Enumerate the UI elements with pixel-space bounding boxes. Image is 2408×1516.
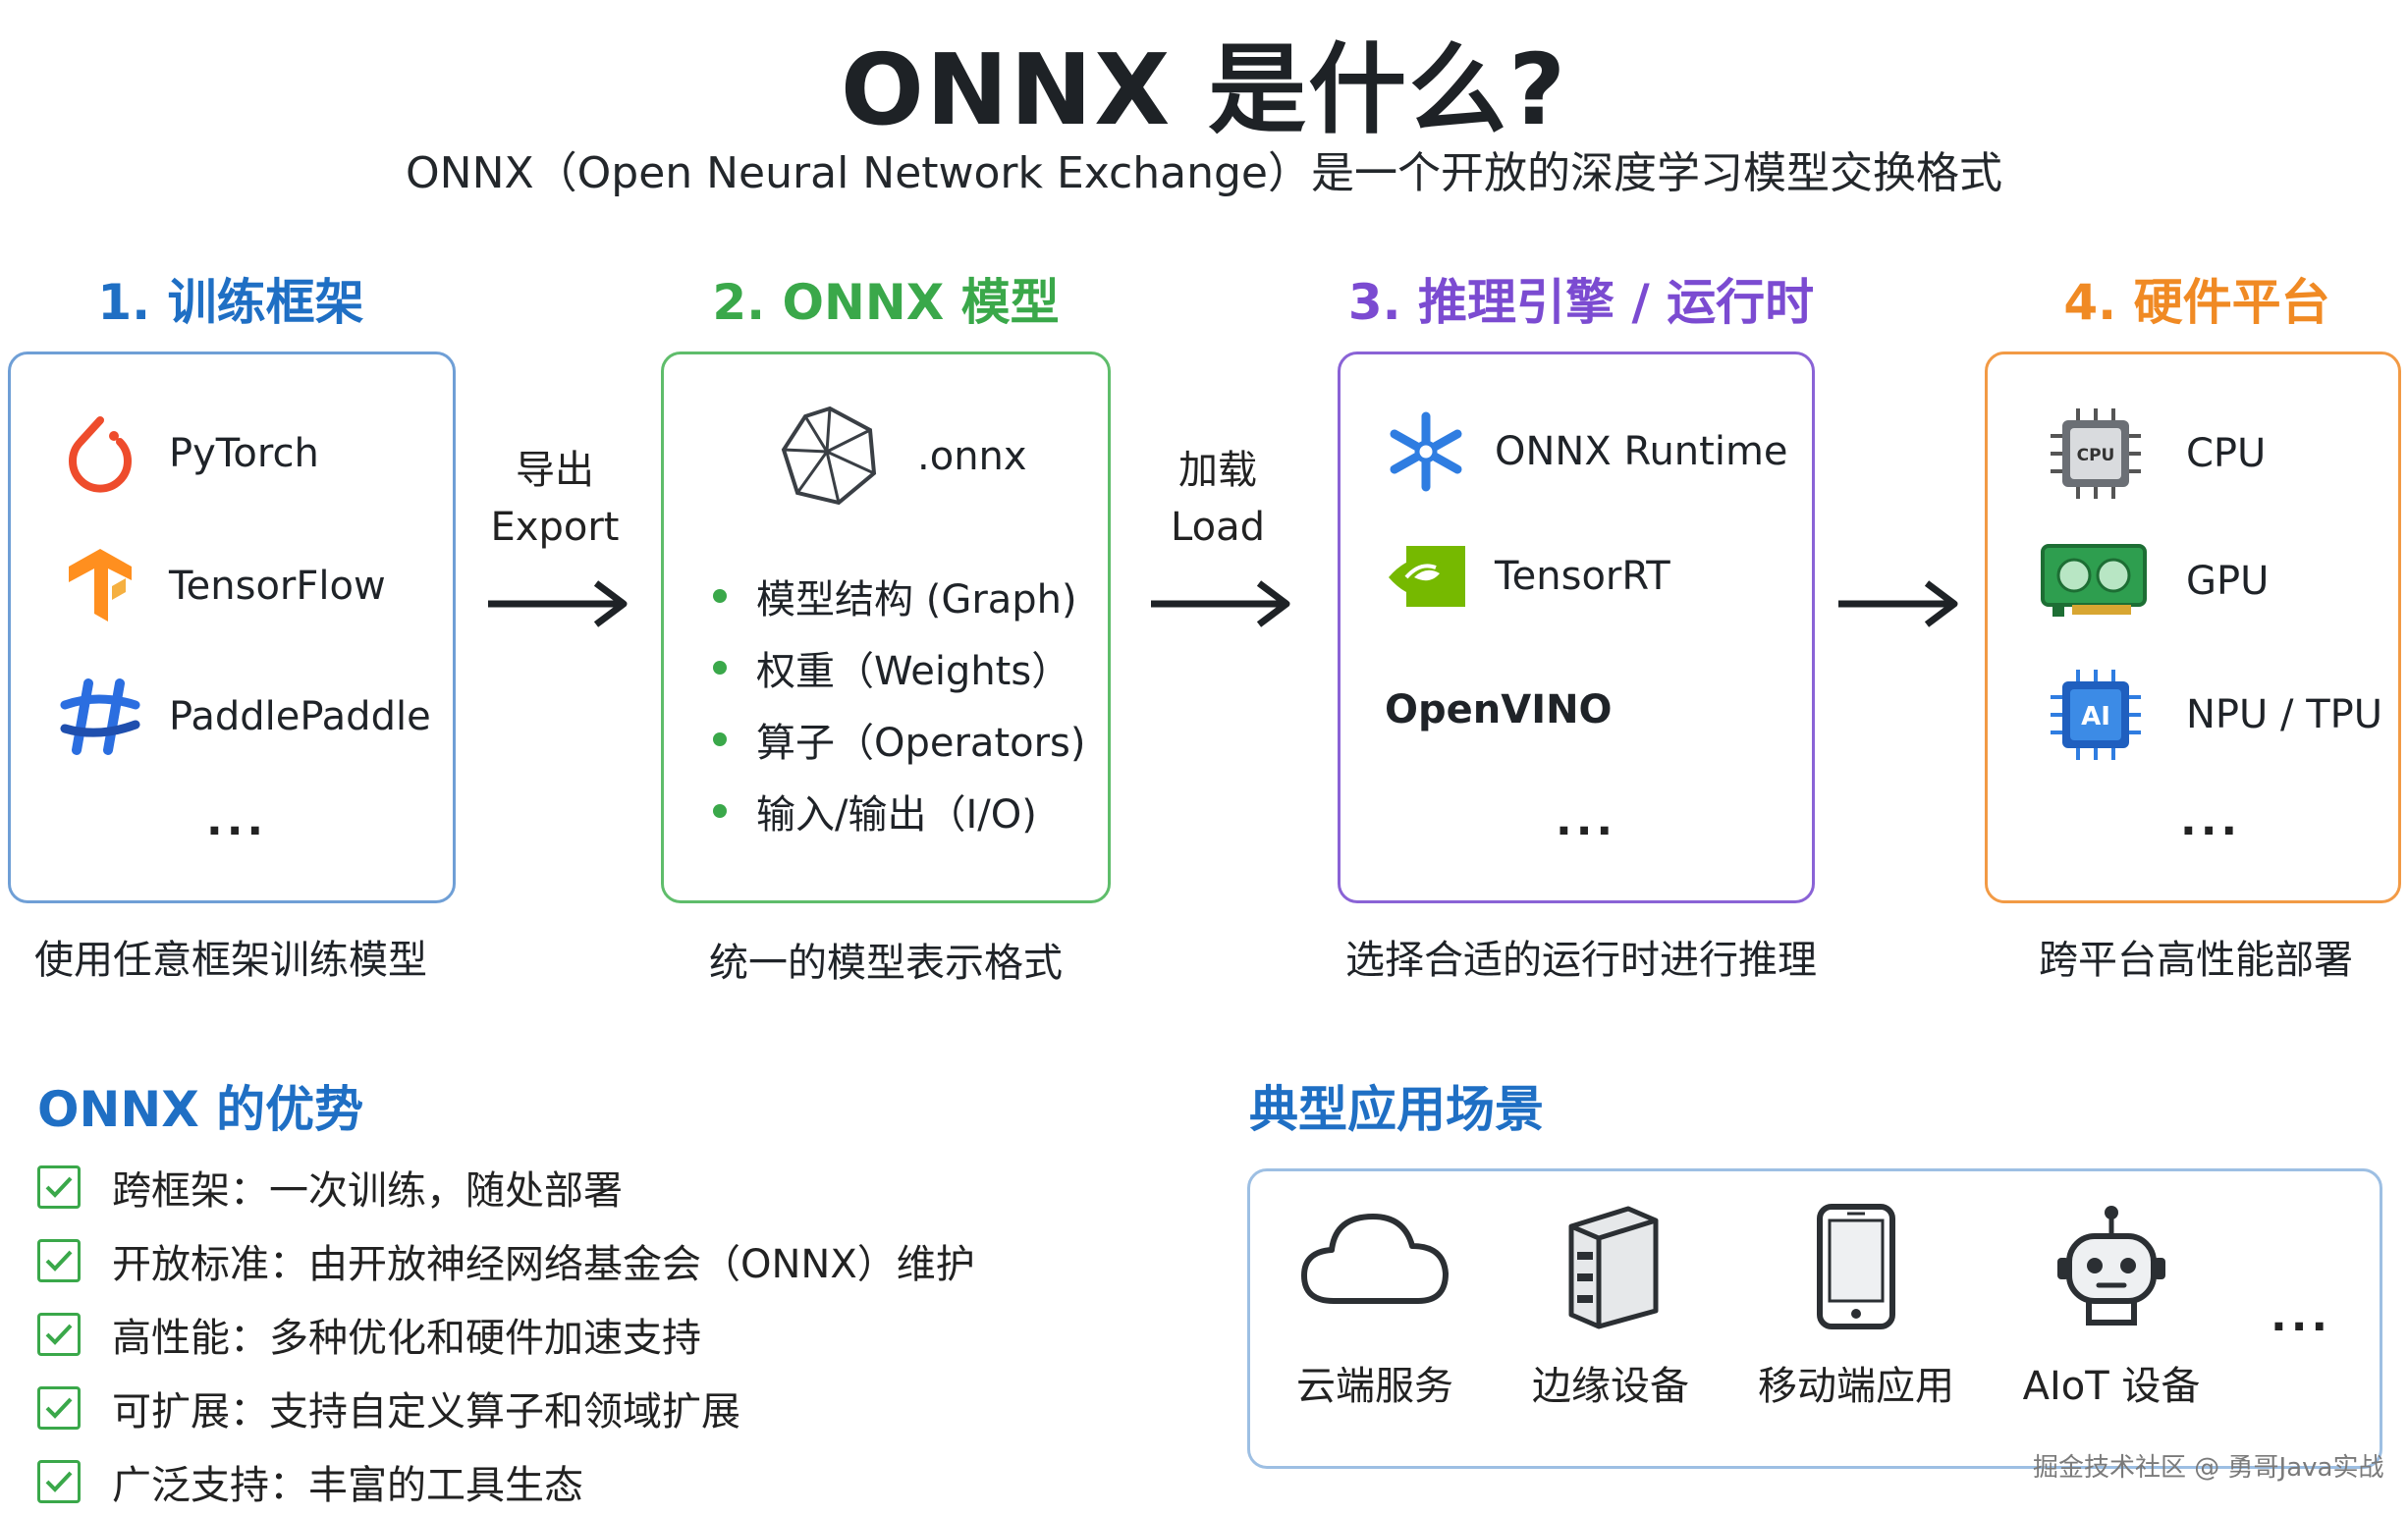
onnx-file: .onnx [776,403,1027,511]
hardware-item-gpu: GPU [2039,542,2269,621]
bullet-dot [713,661,727,675]
hardware-caption: 跨平台高性能部署 [2039,938,2353,983]
check-icon [37,1239,81,1282]
load-arrow [1151,580,1290,627]
scenario-item-cloud: 云端服务 [1277,1203,1473,1411]
check-icon [37,1386,81,1430]
onnx-runtime-icon [1390,411,1462,492]
ai-chip-icon: AI [2051,670,2141,760]
server-icon [1568,1206,1659,1329]
phone-icon [1817,1204,1895,1329]
frameworks-more: ... [206,795,268,845]
advantage-item: 高性能：多种优化和硬件加速支持 [37,1306,701,1363]
page-title: ONNX 是什么? [840,32,1568,147]
column-heading-runtimes: 3. 推理引擎 / 运行时 [1347,274,1815,331]
gpu-icon [2041,544,2147,617]
column-heading-frameworks: 1. 训练框架 [97,274,364,331]
export-label-en: Export [490,505,620,550]
onnx-bullet: 模型结构 (Graph) [713,568,1077,624]
export-label-cn: 导出 [516,448,594,493]
hardware-more: ... [2180,795,2242,845]
scenario-item-aiot: AIoT 设备 [2003,1203,2219,1411]
bullet-dot [713,804,727,818]
scenarios-more: ... [2271,1291,2332,1341]
robot-icon [2057,1206,2165,1326]
scenarios-heading: 典型应用场景 [1249,1081,1544,1138]
export-arrow [488,580,628,627]
runtime-item-openvino: OpenVINO [1385,687,1613,732]
framework-item-tensorflow: TensorFlow [59,545,386,627]
cpu-chip-text: CPU [2077,446,2115,465]
scenario-item-mobile: 移动端应用 [1748,1203,1964,1411]
bullet-dot [713,732,727,746]
scenario-item-edge: 边缘设备 [1512,1203,1709,1411]
cloud-icon [1301,1214,1449,1304]
onnx-bullet: 输入/输出（I/O) [713,783,1037,839]
advantage-item: 可扩展：支持自定义算子和领域扩展 [37,1380,740,1436]
advantage-item: 广泛支持：丰富的工具生态 [37,1453,583,1510]
export-arrow-label: 导出 Export [462,442,648,556]
hardware-item-cpu: CPU CPU [2049,406,2266,501]
bullet-dot [713,589,727,603]
nvidia-icon [1389,546,1465,607]
advantage-item: 开放标准：由开放神经网络基金会（ONNX）维护 [37,1232,975,1289]
runtimes-more: ... [1556,795,1617,845]
runtime-item-tensorrt: TensorRT [1385,542,1670,611]
cpu-icon: CPU [2051,408,2141,499]
advantage-item: 跨框架：一次训练，随处部署 [37,1159,623,1216]
ai-chip-text: AI [2081,702,2110,731]
load-label-cn: 加载 [1178,448,1257,493]
page-subtitle: ONNX（Open Neural Network Exchange）是一个开放的… [406,148,2002,198]
paddlepaddle-icon [60,678,140,755]
framework-item-pytorch: PyTorch [59,412,319,495]
column-heading-hardware: 4. 硬件平台 [2063,274,2330,331]
hardware-item-npu-tpu: AI NPU / TPU [2049,668,2382,762]
load-arrow-label: 加载 Load [1124,442,1311,556]
onnx-bullet: 算子（Operators) [713,711,1086,768]
onnx-model-caption: 统一的模型表示格式 [709,941,1063,986]
column-heading-onnx-model: 2. ONNX 模型 [712,274,1060,331]
hardware-box [1985,352,2401,903]
advantages-heading: ONNX 的优势 [37,1081,364,1138]
frameworks-caption: 使用任意框架训练模型 [34,938,427,983]
check-icon [37,1313,81,1356]
deploy-arrow [1838,580,1958,627]
check-icon [37,1165,81,1209]
framework-item-paddlepaddle: PaddlePaddle [59,676,431,758]
onnx-logo-icon [781,406,877,506]
tensorflow-icon [69,549,132,622]
scenarios-box [1247,1168,2382,1469]
onnx-bullet: 权重（Weights） [713,639,1070,696]
runtimes-caption: 选择合适的运行时进行推理 [1345,938,1817,983]
watermark: 掘金技术社区 @ 勇哥Java实战 [2033,1453,2384,1483]
load-label-en: Load [1171,505,1265,550]
pytorch-icon [69,416,132,493]
check-icon [37,1460,81,1503]
runtime-item-onnx-runtime: ONNX Runtime [1385,410,1788,493]
onnx-model-box [661,352,1111,903]
